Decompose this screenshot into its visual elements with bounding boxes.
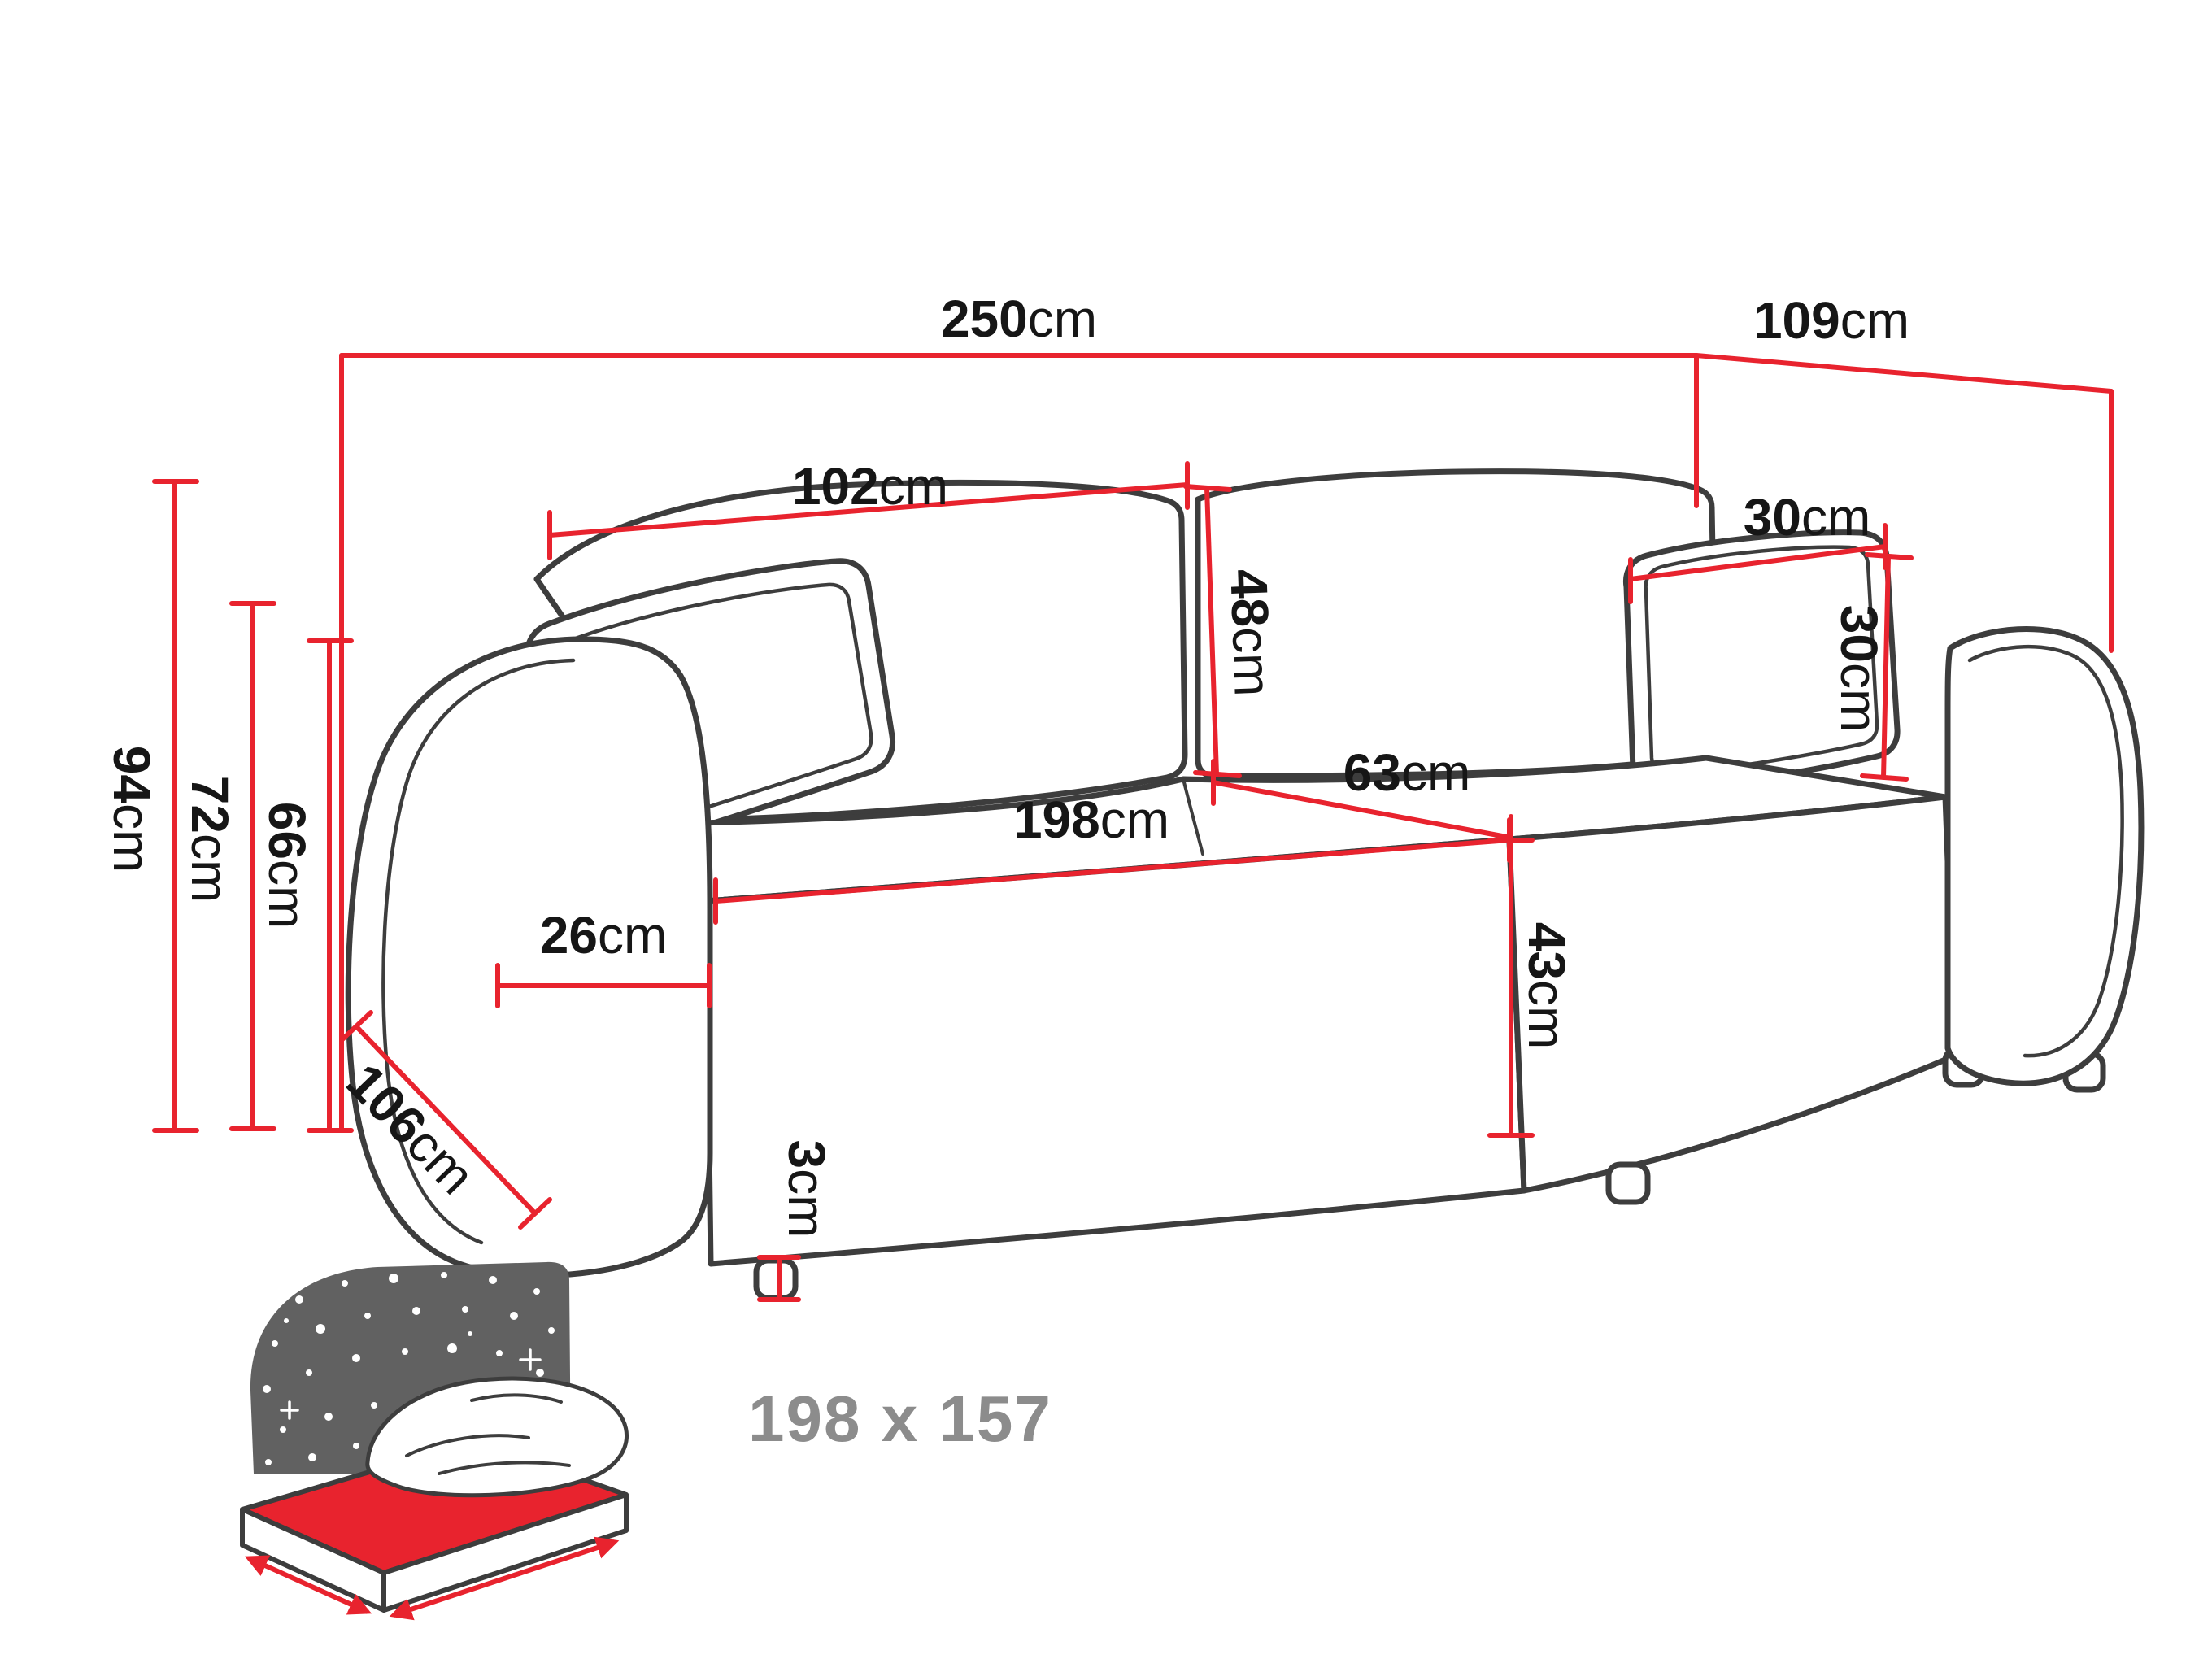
sleeping-area-label: 198 x 157	[748, 1382, 1052, 1455]
dim-label-armrest-height: 66cm	[258, 802, 316, 930]
star-sparkle	[280, 1400, 299, 1420]
dim-total-height: 94cm	[102, 479, 199, 1133]
sofa-armrest-left-piping	[381, 658, 576, 1245]
bed-width-arrow	[244, 1555, 372, 1615]
dim-label-leg-height: 3cm	[777, 1140, 836, 1239]
dim-label-seat-height: 43cm	[1517, 922, 1576, 1050]
dim-label-side-pillow-height: 30cm	[1830, 605, 1888, 733]
dim-seat-height: 43cm	[1487, 838, 1576, 1138]
dim-line-side-pillow-height	[1881, 554, 1891, 780]
dim-label-total-depth: 109cm	[1753, 291, 1909, 350]
dim-total-width: 250cm	[339, 290, 1699, 1131]
sleep-function-icon: 198 x 157	[240, 1261, 1052, 1621]
dim-line-total-depth	[1694, 353, 2114, 394]
dim-ticks-back-cushion-height	[1183, 484, 1242, 778]
dim-ext-total-width	[339, 353, 1699, 1131]
dim-label-total-width: 250cm	[941, 290, 1097, 348]
dim-label-back-cushion-width: 102cm	[792, 457, 948, 516]
sofa-armrest-right-piping	[1967, 644, 2124, 1058]
blanket-fold-line	[438, 1461, 571, 1475]
sofa-foot-front-left	[753, 1257, 799, 1301]
dim-ticks-armrest-width	[495, 963, 712, 1008]
dim-line-armrest-depth	[354, 1024, 538, 1216]
dim-ticks-leg-height	[757, 1255, 801, 1302]
dim-armrest-width: 26cm	[495, 906, 712, 1008]
sofa-foot-front-middle	[1605, 1161, 1651, 1205]
sofa-back-cushion-right	[1195, 468, 1719, 779]
dim-label-armrest-width: 26cm	[540, 906, 668, 964]
sofa-seat-seam	[1182, 777, 1204, 856]
dim-ticks-side-pillow-width	[1628, 523, 1888, 604]
dim-line-back-cushion-height	[1204, 486, 1219, 777]
dim-backrest-height: 72cm	[181, 601, 276, 1131]
blanket-fold-line	[405, 1434, 530, 1457]
star-field	[263, 1272, 555, 1465]
sofa-armrest-right	[1944, 626, 2145, 1086]
dim-ticks-seat-height	[1487, 838, 1535, 1138]
dim-side-pillow-height: 30cm	[1830, 552, 1914, 782]
dim-ticks-total-height	[152, 479, 199, 1133]
star-sparkle	[519, 1348, 542, 1371]
dim-ticks-armrest-height	[307, 638, 354, 1133]
dim-label-seat-width: 198cm	[1013, 790, 1169, 849]
dim-line-back-cushion-width	[547, 482, 1190, 538]
dim-ticks-armrest-depth	[339, 1010, 552, 1230]
dim-ticks-side-pillow-height	[1860, 552, 1914, 782]
dim-armrest-height: 66cm	[258, 638, 354, 1133]
dim-side-pillow-width: 30cm	[1628, 488, 1888, 604]
dim-seat-width: 198cm	[713, 790, 1512, 925]
dim-ticks-backrest-height	[229, 601, 276, 1131]
dim-line-seat-width	[713, 838, 1512, 904]
dim-label-back-cushion-height: 48cm	[1219, 568, 1282, 698]
dim-leg-height: 3cm	[757, 1140, 836, 1302]
blanket-fold-line	[470, 1393, 563, 1404]
dim-label-total-height: 94cm	[102, 746, 161, 873]
dim-line-seat-depth	[1211, 780, 1513, 840]
dim-label-seat-depth: 63cm	[1343, 743, 1471, 802]
sofa-drawing	[345, 468, 2145, 1301]
dim-back-cushion-height: 48cm	[1183, 484, 1282, 778]
dim-label-side-pillow-width: 30cm	[1744, 488, 1871, 546]
dim-line-side-pillow-width	[1628, 544, 1888, 581]
dim-total-depth: 109cm	[1694, 291, 2114, 653]
dim-label-backrest-height: 72cm	[181, 776, 239, 904]
bed-depth-arrow	[389, 1536, 620, 1621]
